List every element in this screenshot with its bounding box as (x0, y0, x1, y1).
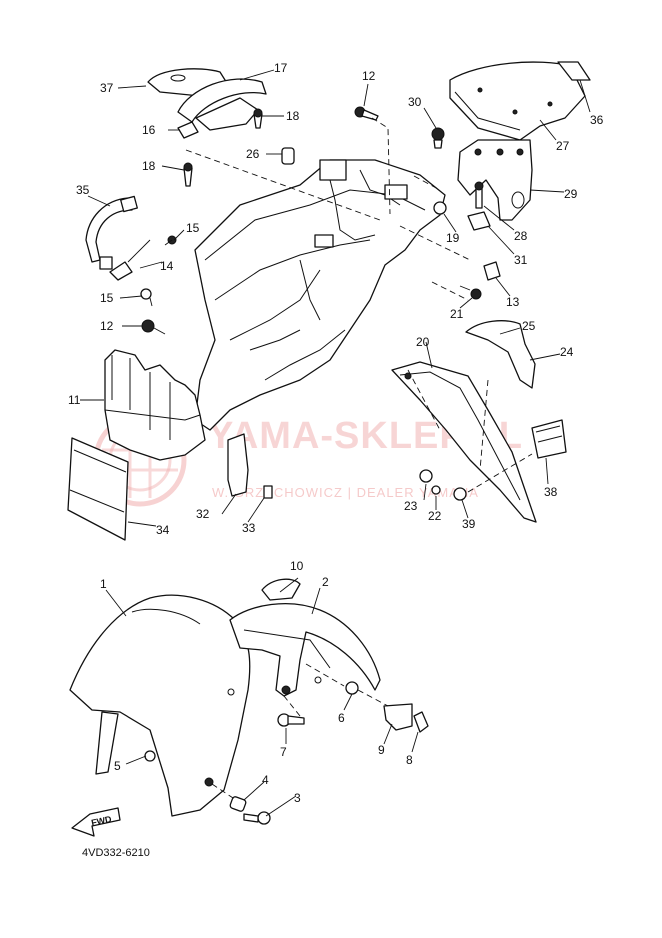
callout-12-left: 12 (100, 319, 114, 333)
nut-19 (433, 201, 447, 215)
callout-16: 16 (142, 123, 156, 137)
callout-17: 17 (274, 61, 288, 75)
reflector-38 (531, 419, 567, 459)
callout-39: 39 (462, 517, 476, 531)
washer-22 (431, 485, 441, 495)
callout-8: 8 (406, 753, 413, 767)
callout-15-upper: 15 (186, 221, 200, 235)
callout-1: 1 (100, 577, 107, 591)
callout-11: 11 (68, 393, 81, 407)
front-fender-1 (69, 594, 251, 817)
emblem-36 (557, 61, 591, 81)
callout-7: 7 (280, 745, 287, 759)
nut-39 (453, 487, 467, 501)
clip-14 (109, 239, 151, 281)
callout-2: 2 (322, 575, 329, 589)
callout-29: 29 (564, 187, 578, 201)
seat-cowl-27 (449, 61, 586, 141)
bolt-7 (277, 713, 305, 727)
callout-5: 5 (114, 759, 121, 773)
callout-19: 19 (446, 231, 460, 245)
callout-26: 26 (246, 147, 260, 161)
callout-6: 6 (338, 711, 345, 725)
damper-26 (281, 147, 295, 165)
callout-14: 14 (160, 259, 174, 273)
cap-nut-6 (345, 681, 359, 695)
callout-35: 35 (76, 183, 90, 197)
bolt-15-upper (164, 235, 177, 246)
flap-25 (465, 320, 536, 389)
callout-18-upper: 18 (286, 109, 300, 123)
rear-fender-assembly (67, 61, 591, 541)
deflector-10 (261, 578, 301, 601)
grommet-8 (413, 711, 429, 733)
callout-20: 20 (416, 335, 430, 349)
callout-21: 21 (450, 307, 464, 321)
leader-lines (80, 69, 591, 817)
callout-32: 32 (196, 507, 210, 521)
bolt-12-left (141, 319, 166, 335)
callout-36: 36 (590, 113, 604, 127)
callout-4: 4 (262, 773, 269, 787)
clamp-9 (383, 703, 413, 731)
callout-labels: 1 2 3 4 5 6 7 8 9 10 11 12 12 13 14 15 1… (68, 61, 604, 805)
rear-fender-main (194, 159, 446, 431)
diagram-code: 4VD332-6210 (82, 847, 150, 859)
collar-4 (229, 796, 247, 812)
callout-25: 25 (522, 319, 536, 333)
callout-27: 27 (556, 139, 570, 153)
strap-17 (177, 78, 267, 131)
callout-30: 30 (408, 95, 422, 109)
callout-37: 37 (100, 81, 114, 95)
callout-31: 31 (514, 253, 528, 267)
fender-lower-section-11 (104, 349, 206, 461)
bolt-3 (243, 811, 271, 825)
callout-3: 3 (294, 791, 301, 805)
bolt-30 (431, 127, 445, 149)
callout-34: 34 (156, 523, 170, 537)
inner-fender-2 (229, 603, 381, 697)
callout-38: 38 (544, 485, 558, 499)
band-35 (85, 195, 138, 270)
watermark-subtitle: W. GRZECHOWICZ | DEALER YAMAHA (212, 485, 479, 500)
callout-15-lower: 15 (100, 291, 114, 305)
front-fender-assembly: FWD (69, 578, 429, 837)
screw-18-upper (253, 108, 263, 129)
callout-22: 22 (428, 509, 442, 523)
callout-23: 23 (404, 499, 418, 513)
callout-10: 10 (290, 559, 304, 573)
bolt-21 (459, 285, 482, 300)
forward-arrow-icon: FWD (71, 807, 121, 837)
screw-18-lower (183, 162, 193, 187)
bracket-29 (457, 139, 533, 221)
bolt-12-top (354, 106, 379, 121)
callout-13: 13 (506, 295, 520, 309)
callout-33: 33 (242, 521, 256, 535)
forward-arrow-label: FWD (90, 814, 113, 828)
callout-12-top: 12 (362, 69, 376, 83)
clip-13 (483, 261, 501, 281)
screw-33 (263, 485, 273, 499)
collar-31 (467, 211, 491, 231)
bracket-32 (227, 433, 249, 497)
bolt-28 (474, 181, 484, 209)
callout-18-lower: 18 (142, 159, 156, 173)
bracket-16 (177, 121, 199, 139)
callout-9: 9 (378, 743, 385, 757)
nut-23 (419, 469, 433, 483)
callout-24: 24 (560, 345, 574, 359)
bolt-15-lower (140, 288, 153, 307)
mudguard-20 (391, 361, 537, 523)
reflector-panel-34 (67, 437, 129, 541)
callout-28: 28 (514, 229, 528, 243)
